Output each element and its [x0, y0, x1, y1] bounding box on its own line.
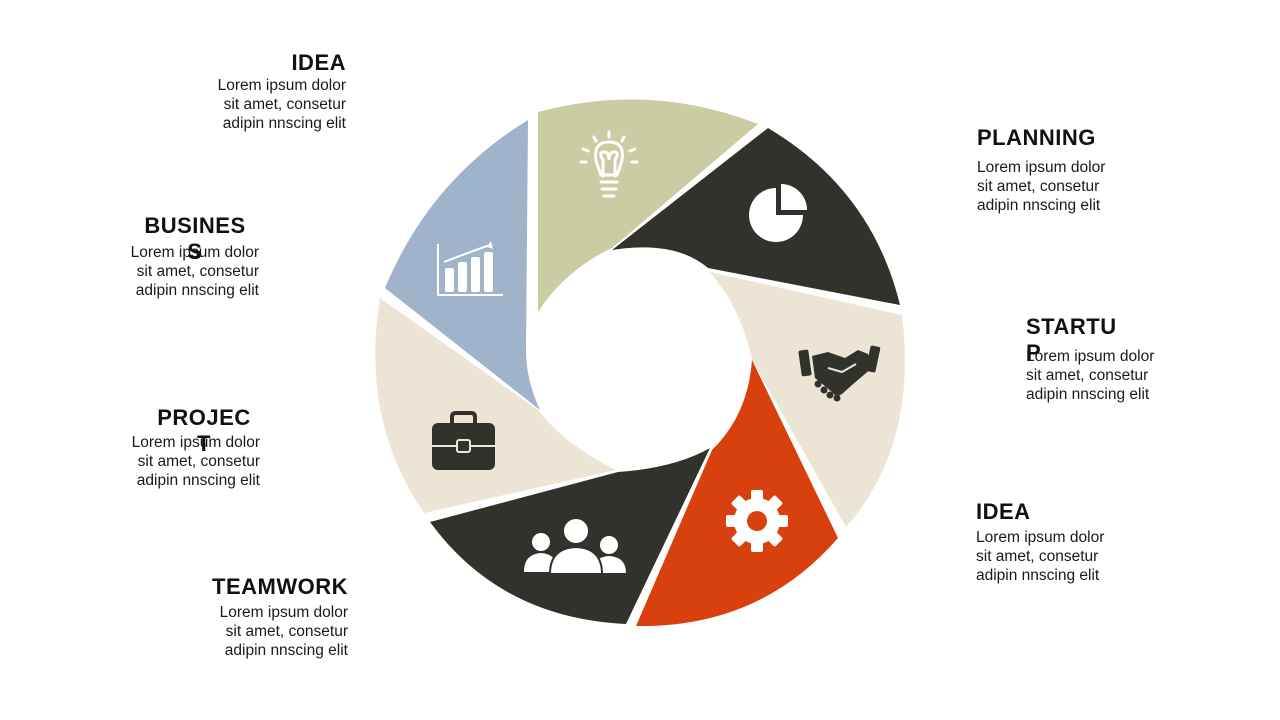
label-title: BUSINES S [144, 213, 246, 264]
segment-startup [710, 272, 905, 527]
label-body: Lorem ipsum dolor sit amet, consetur adi… [977, 159, 1106, 214]
label-body: Lorem ipsum dolor sit amet, consetur adi… [976, 529, 1105, 584]
label-business: BUSINES S Lorem ipsum dolor sit amet, co… [118, 213, 259, 299]
label-planning: PLANNING Lorem ipsum dolor sit amet, con… [977, 125, 1147, 215]
label-body: Lorem ipsum dolor sit amet, consetur adi… [131, 434, 260, 489]
label-title: PLANNING [977, 125, 1096, 150]
label-body: Lorem ipsum dolor sit amet, consetur adi… [130, 244, 259, 299]
label-idea-top: IDEA Lorem ipsum dolor sit amet, consetu… [196, 50, 346, 133]
people-icon [524, 517, 626, 575]
label-title: STARTU P [1026, 314, 1117, 365]
label-title: IDEA [291, 50, 346, 75]
label-project: PROJEC T Lorem ipsum dolor sit amet, con… [118, 405, 260, 489]
label-startup: STARTU P Lorem ipsum dolor sit amet, con… [1026, 314, 1176, 403]
handshake-detail [827, 363, 857, 374]
label-body: Lorem ipsum dolor sit amet, consetur adi… [1026, 348, 1155, 403]
bar-chart-icon [437, 241, 503, 296]
label-teamwork: TEAMWORK Lorem ipsum dolor sit amet, con… [178, 574, 348, 660]
pie-chart-icon [749, 184, 807, 242]
label-title: PROJEC T [157, 405, 251, 456]
label-body: Lorem ipsum dolor sit amet, consetur adi… [217, 77, 346, 132]
lightbulb-icon [579, 130, 639, 198]
segment-idea-bottom [636, 360, 838, 627]
label-idea-bottom: IDEA Lorem ipsum dolor sit amet, consetu… [976, 499, 1146, 585]
label-title: IDEA [976, 499, 1031, 524]
gear-icon [726, 490, 788, 552]
label-body: Lorem ipsum dolor sit amet, consetur adi… [219, 604, 348, 659]
briefcase-icon [432, 411, 495, 470]
label-title: TEAMWORK [212, 574, 348, 599]
segment-idea-top [538, 99, 758, 312]
